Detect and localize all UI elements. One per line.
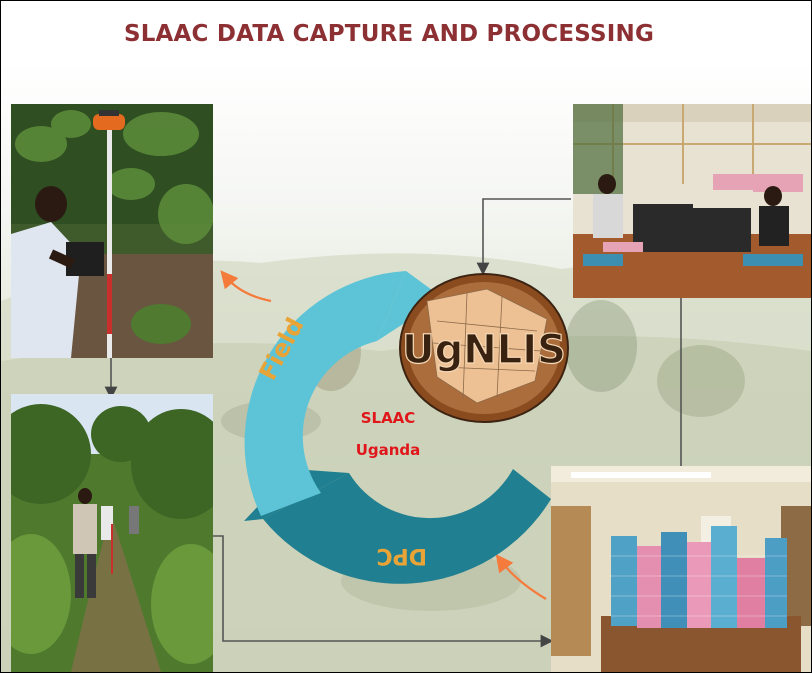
dpc-label: DPC bbox=[376, 543, 427, 568]
arrow-tr-to-logo bbox=[476, 198, 571, 276]
arrow-bl-to-br bbox=[213, 535, 554, 648]
logo-text: UgNLIS bbox=[402, 327, 566, 373]
field-arc bbox=[244, 271, 406, 516]
slide-title: SLAAC DATA CAPTURE AND PROCESSING bbox=[123, 21, 655, 47]
dpc-arc bbox=[263, 469, 551, 584]
center-label-line2: Uganda bbox=[355, 441, 421, 459]
photo-archive-room bbox=[551, 466, 811, 672]
center-label-line1: SLAAC bbox=[360, 409, 416, 427]
photo-field-survey bbox=[11, 104, 213, 358]
orange-arrow-dpc bbox=[495, 553, 547, 600]
orange-arrow-field bbox=[220, 270, 272, 303]
ugnlis-logo: UgNLIS bbox=[399, 273, 569, 423]
photo-field-team bbox=[11, 394, 213, 672]
photo-processing-office bbox=[573, 104, 811, 298]
